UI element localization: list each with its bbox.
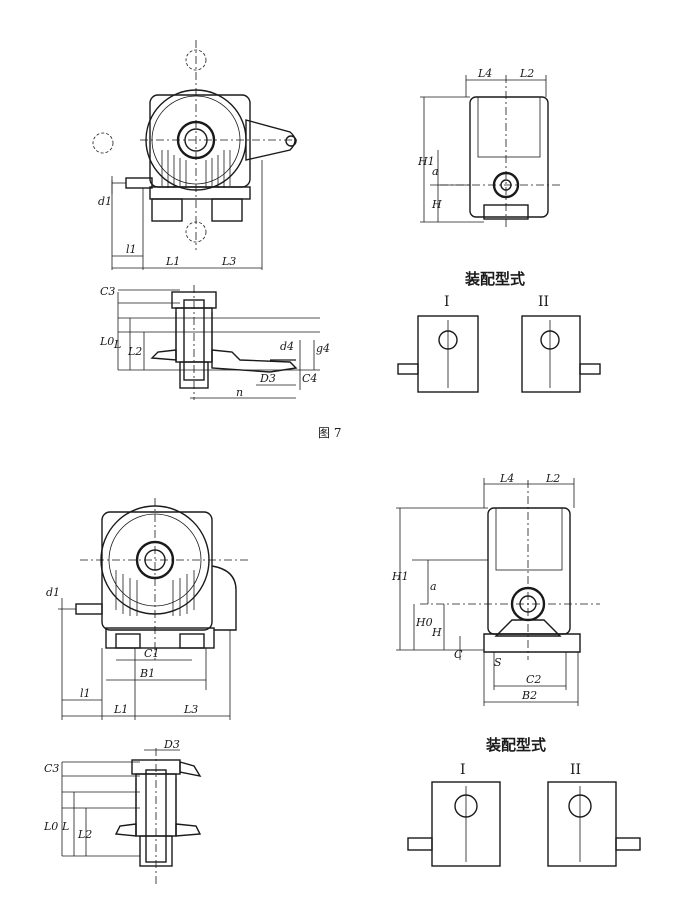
bottom-C-label: C	[454, 648, 463, 661]
top-C3-label: C3	[100, 285, 115, 298]
bottom-B1-label: B1	[139, 667, 155, 680]
bottom-C3-label: C3	[44, 762, 59, 775]
bottom-side-L2-label: L2	[545, 472, 560, 485]
figure-caption: 图 7	[318, 426, 341, 440]
top-d4-label: d4	[280, 340, 294, 353]
bottom-L2-label: L2	[77, 828, 92, 841]
bottom-C1-label: C1	[144, 647, 159, 660]
bottom-L0-label: L0	[43, 820, 58, 833]
top-assembly: 装配型式 I II	[397, 270, 601, 393]
bottom-a-label: a	[430, 580, 437, 593]
top-D3-label: D3	[259, 372, 276, 385]
top-assembly-I: I	[444, 294, 450, 310]
bottom-H1-label: H1	[391, 570, 409, 583]
top-side-L4-label: L4	[477, 67, 492, 80]
bottom-L1-label: L1	[113, 703, 128, 716]
bottom-C2-label: C2	[526, 673, 541, 686]
top-n-label: n	[236, 386, 243, 399]
bottom-front-view: d1 l1 B1 C1 L1 L3	[46, 498, 250, 720]
bottom-assembly-title: 装配型式	[485, 736, 546, 754]
top-L0-label: L0	[99, 335, 114, 348]
top-section-view: C3 L0 L L2 d4 g4 D3 C4 n	[99, 285, 330, 400]
top-a-label: a	[432, 165, 439, 178]
bottom-assembly-II: II	[570, 762, 581, 778]
bottom-l1-label: l1	[80, 687, 91, 700]
top-g4-label: g4	[316, 342, 330, 355]
top-L2-label: L2	[127, 345, 142, 358]
top-L-label: L	[113, 338, 121, 351]
top-L1-label: L1	[165, 255, 180, 268]
top-assembly-II: II	[538, 294, 549, 310]
bottom-B2-label: B2	[521, 689, 537, 702]
top-side-L2-label: L2	[519, 67, 534, 80]
bottom-L3-label: L3	[183, 703, 198, 716]
top-L3-label: L3	[221, 255, 236, 268]
bottom-assembly-I: I	[460, 762, 466, 778]
bottom-d1-label: d1	[46, 586, 60, 599]
top-l1-label: l1	[126, 243, 137, 256]
bottom-assembly: 装配型式 I II	[407, 736, 641, 867]
top-H1-label: H1	[417, 155, 435, 168]
bottom-side-view: L4 L2 H1 a H0 H C S C2 B2	[391, 472, 600, 706]
bottom-H-label: H	[431, 626, 442, 639]
bottom-H0-label: H0	[415, 616, 433, 629]
top-C4-label: C4	[302, 372, 317, 385]
top-d1-label: d1	[98, 195, 112, 208]
top-side-view: L4 L2 H1 a H	[417, 67, 560, 230]
bottom-L-label: L	[61, 820, 69, 833]
top-front-view: d1 l1 L1 L3	[92, 40, 300, 270]
top-H-label: H	[431, 198, 442, 211]
top-assembly-title: 装配型式	[464, 270, 525, 288]
bottom-S-label: S	[494, 656, 502, 669]
bottom-section-view: D3 C3 L0 L L2	[43, 738, 202, 884]
bottom-side-L4-label: L4	[499, 472, 514, 485]
bottom-D3-label: D3	[163, 738, 180, 751]
